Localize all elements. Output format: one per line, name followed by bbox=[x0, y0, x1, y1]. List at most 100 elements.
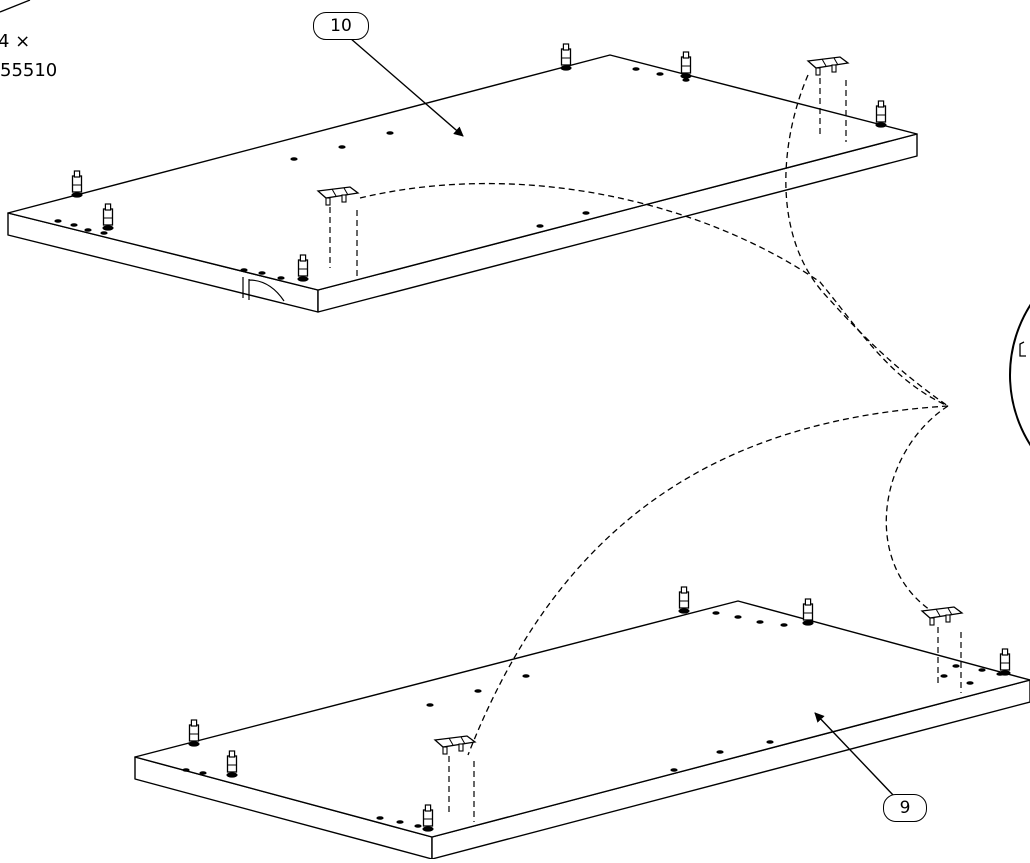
bracket-pin bbox=[929, 617, 935, 626]
dowel-base bbox=[422, 826, 434, 832]
callout-leader-9 bbox=[814, 712, 895, 797]
dowel-tip bbox=[562, 43, 570, 51]
drill-hole bbox=[396, 820, 404, 824]
connector-bracket bbox=[806, 56, 850, 142]
dowel-shaft bbox=[188, 724, 200, 742]
drill-hole bbox=[199, 771, 207, 775]
dowel-base bbox=[188, 741, 200, 747]
bracket-pin bbox=[458, 743, 464, 752]
dowel-tip bbox=[877, 100, 885, 108]
cam-dowel bbox=[875, 100, 887, 128]
bracket-plate bbox=[920, 606, 964, 619]
bracket-pin bbox=[325, 197, 331, 206]
cam-dowel bbox=[422, 804, 434, 832]
drill-hole bbox=[966, 681, 974, 685]
drill-hole bbox=[632, 67, 640, 71]
cam-dowel bbox=[297, 254, 309, 282]
dowel-shaft bbox=[560, 48, 572, 66]
drill-hole bbox=[386, 131, 394, 135]
bracket-slot bbox=[821, 58, 827, 67]
dowel-shaft bbox=[226, 755, 238, 773]
dowel-tip bbox=[1001, 648, 1009, 656]
cam-dowel bbox=[680, 51, 692, 79]
dowel-base bbox=[999, 670, 1011, 676]
bracket-slot bbox=[935, 608, 941, 617]
bracket-slot bbox=[343, 187, 349, 196]
drill-hole bbox=[290, 157, 298, 161]
detail-circle bbox=[1009, 303, 1030, 447]
drill-hole bbox=[940, 674, 948, 678]
panel-9 bbox=[134, 600, 1030, 860]
panel-10-top-face bbox=[7, 54, 918, 291]
connector-bracket bbox=[920, 606, 964, 693]
dowel-tip bbox=[680, 586, 688, 594]
dowel-base bbox=[680, 73, 692, 79]
drill-hole bbox=[84, 228, 92, 232]
drill-hole bbox=[766, 740, 774, 744]
dowel-shaft bbox=[102, 208, 114, 226]
callout-panel-top: 10 bbox=[313, 12, 369, 40]
detail-arc bbox=[359, 182, 949, 407]
detail-arc bbox=[467, 405, 949, 756]
panel-9-top-face bbox=[134, 600, 1030, 838]
dowel-base bbox=[71, 192, 83, 198]
dowel-shaft bbox=[875, 105, 887, 123]
dowel-tip bbox=[804, 598, 812, 606]
bracket-pin bbox=[341, 194, 347, 203]
bracket-slot bbox=[947, 607, 953, 616]
drill-hole bbox=[240, 268, 248, 272]
dowel-base bbox=[297, 276, 309, 282]
dowel-base bbox=[560, 65, 572, 71]
connector-bracket bbox=[316, 186, 360, 276]
drill-hole bbox=[780, 623, 788, 627]
bracket-pin bbox=[831, 64, 837, 73]
drill-hole bbox=[70, 223, 78, 227]
dowel-tip bbox=[299, 254, 307, 262]
panel-10 bbox=[7, 54, 918, 313]
bracket-pin bbox=[945, 614, 951, 623]
drill-hole bbox=[952, 664, 960, 668]
drill-hole bbox=[100, 231, 108, 235]
drill-hole bbox=[536, 224, 544, 228]
cam-dowel bbox=[678, 586, 690, 614]
drill-hole bbox=[277, 276, 285, 280]
dowel-shaft bbox=[71, 175, 83, 193]
drill-hole bbox=[182, 768, 190, 772]
panel-10-edge-notch bbox=[242, 277, 285, 302]
bracket-plate bbox=[316, 186, 360, 199]
dowel-tip bbox=[73, 170, 81, 178]
cam-dowel bbox=[802, 598, 814, 626]
bracket-slot bbox=[833, 57, 839, 66]
connector-bracket bbox=[433, 735, 477, 822]
dowel-base bbox=[102, 225, 114, 231]
dowel-base bbox=[678, 608, 690, 614]
detail-arc bbox=[785, 74, 949, 407]
callout-leader-10 bbox=[349, 37, 464, 137]
bracket-plate bbox=[806, 56, 850, 69]
dowel-base bbox=[875, 122, 887, 128]
label-leader-line bbox=[0, 0, 31, 13]
drill-hole bbox=[522, 674, 530, 678]
drill-hole bbox=[712, 611, 720, 615]
drill-hole bbox=[582, 211, 590, 215]
dowel-tip bbox=[424, 804, 432, 812]
part-number-label: 55510 bbox=[0, 60, 58, 81]
quantity-label: 4 × bbox=[0, 31, 31, 52]
dowel-shaft bbox=[678, 591, 690, 609]
bracket-plate bbox=[433, 735, 477, 748]
bracket-slot bbox=[331, 188, 337, 197]
drill-hole bbox=[978, 668, 986, 672]
dowel-tip bbox=[682, 51, 690, 59]
drill-hole bbox=[734, 615, 742, 619]
drill-hole bbox=[656, 72, 664, 76]
bracket-slot bbox=[460, 736, 466, 745]
drill-hole bbox=[670, 768, 678, 772]
dowel-base bbox=[226, 772, 238, 778]
dowel-base bbox=[802, 620, 814, 626]
drill-hole bbox=[474, 689, 482, 693]
drill-hole bbox=[682, 78, 690, 82]
drill-hole bbox=[426, 703, 434, 707]
dowel-shaft bbox=[999, 653, 1011, 671]
